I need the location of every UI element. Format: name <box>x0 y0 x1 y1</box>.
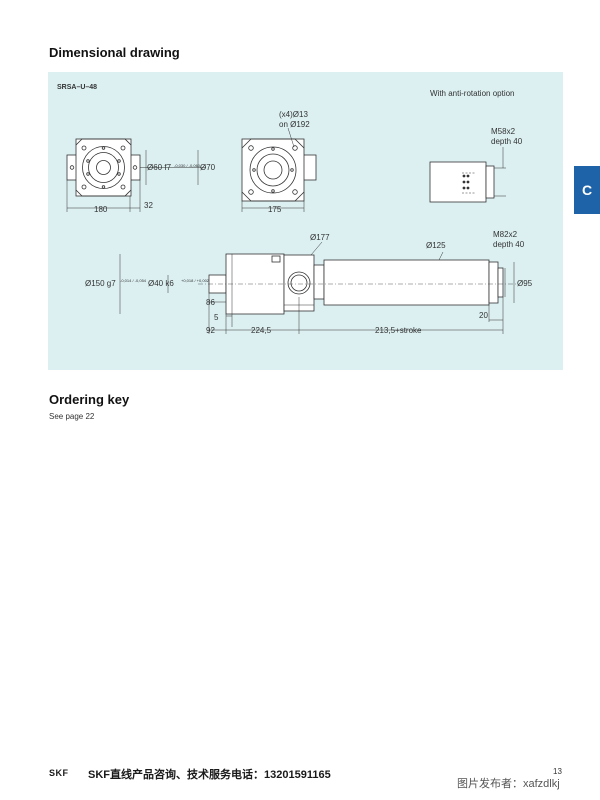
front-view-left <box>66 138 206 197</box>
dim-d70: Ø70 <box>200 163 216 172</box>
dim-d40-tol: +0,018 / +0,002 <box>181 278 210 283</box>
dim-d95: Ø95 <box>517 279 533 288</box>
dim-holes-pcd: on Ø192 <box>279 120 310 129</box>
dim-m58: M58x2 <box>491 127 516 136</box>
dim-92: 92 <box>206 326 215 335</box>
dim-d150-tol: -0,014 / -0,054 <box>120 278 147 283</box>
dim-d60-tol: -0,030 / -0,060 <box>174 163 201 168</box>
dim-m58-depth: depth 40 <box>491 137 523 146</box>
dim-32: 32 <box>144 201 153 210</box>
front-view-right <box>241 138 317 202</box>
section-tab-c: C <box>574 166 600 214</box>
dim-d60: Ø60 f7 <box>147 163 172 172</box>
dim-213: 213,5+stroke <box>375 326 422 335</box>
footer: SKF SKF直线产品咨询、技术服务电话：13201591165 13 图片发布… <box>0 760 600 800</box>
page-number: 13 <box>553 767 562 776</box>
watermark: 图片发布者：xafzdlkj <box>457 778 560 790</box>
dim-224: 224,5 <box>251 326 272 335</box>
section-title-ordering: Ordering key <box>49 392 130 407</box>
anti-rotation-view <box>429 147 506 203</box>
dim-180: 180 <box>94 205 108 214</box>
model-label: SRSA–U–48 <box>57 84 97 91</box>
drawing-panel: SRSA–U–48 With anti-rotation option <box>48 72 563 370</box>
dim-holes: (x4)Ø13 <box>279 110 308 119</box>
dim-175: 175 <box>268 205 282 214</box>
skf-logo: SKF <box>49 768 69 778</box>
dim-d125: Ø125 <box>426 241 446 250</box>
dim-m82-depth: depth 40 <box>493 240 525 249</box>
anti-rotation-label: With anti-rotation option <box>430 89 515 98</box>
footer-contact: SKF直线产品咨询、技术服务电话：13201591165 <box>88 769 331 781</box>
technical-drawing: SRSA–U–48 With anti-rotation option <box>57 84 533 335</box>
dim-5: 5 <box>214 313 219 322</box>
section-title-dimensional: Dimensional drawing <box>49 45 180 60</box>
dim-d177: Ø177 <box>310 233 330 242</box>
dim-m82: M82x2 <box>493 230 518 239</box>
dim-20: 20 <box>479 311 488 320</box>
dim-86: 86 <box>206 298 215 307</box>
dim-d150: Ø150 g7 <box>85 279 116 288</box>
ordering-reference: See page 22 <box>49 412 95 421</box>
dim-d40: Ø40 k6 <box>148 279 174 288</box>
